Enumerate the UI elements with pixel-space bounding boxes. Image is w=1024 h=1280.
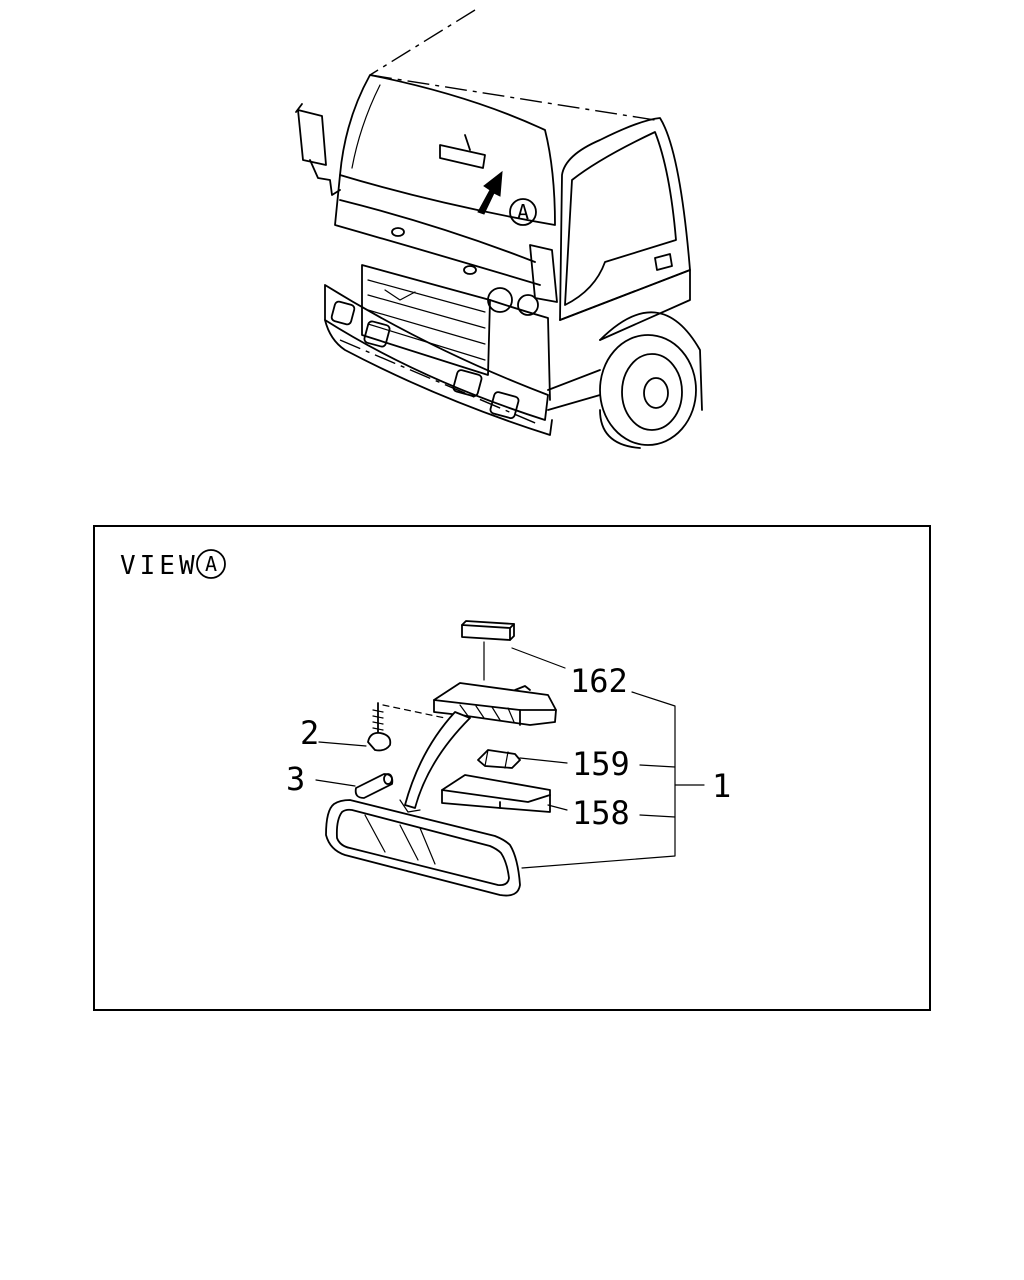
view-title-marker: A — [205, 552, 217, 576]
part-3-sleeve-icon — [354, 773, 394, 799]
exploded-mirror-assembly — [325, 620, 557, 897]
truck-view-marker: A — [517, 200, 529, 224]
leader-lines — [315, 647, 705, 869]
view-marker-circle — [509, 198, 537, 226]
rearview-mirror — [325, 799, 521, 897]
part-158-lens — [441, 774, 551, 813]
view-frame — [93, 525, 931, 1011]
mirror-arm — [404, 711, 471, 809]
callout-1: 1 — [712, 767, 731, 805]
callout-2: 2 — [300, 714, 319, 752]
view-title: VIEW — [120, 551, 199, 581]
view-direction-arrow-icon — [477, 170, 503, 215]
interior-mirror-icon — [439, 144, 486, 169]
part-162-pad — [461, 624, 511, 641]
lamp-housing — [433, 682, 557, 726]
view-title-circle — [196, 549, 226, 579]
callout-3: 3 — [286, 760, 305, 798]
part-159-bulb — [477, 749, 521, 769]
callout-159: 159 — [572, 745, 630, 783]
callout-162: 162 — [570, 662, 628, 700]
truck-cab-illustration: A — [295, 9, 703, 449]
callout-158: 158 — [572, 794, 630, 832]
